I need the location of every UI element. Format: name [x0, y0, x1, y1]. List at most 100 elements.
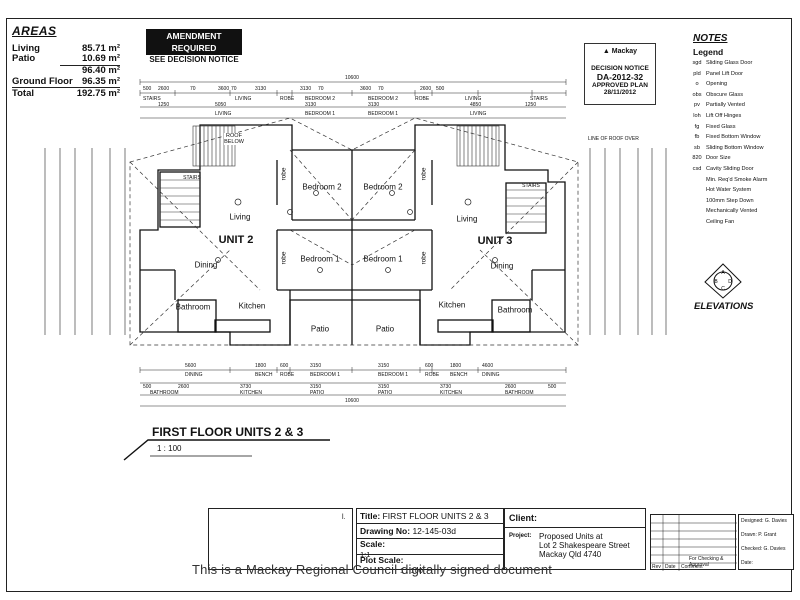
dim-top-value: 3130	[300, 86, 312, 92]
amendment-stamp: AMENDMENT REQUIRED SEE DECISION NOTICE	[146, 29, 242, 64]
dim-bottom-label: KITCHEN	[240, 390, 262, 396]
dim-top-label: BEDROOM 2	[305, 96, 336, 102]
room-dining-right: Dining	[490, 261, 514, 271]
room-kitchen-right: Kitchen	[438, 300, 466, 310]
dim-top-value: 500	[143, 86, 152, 92]
dim-bottom-label: KITCHEN	[440, 390, 462, 396]
dim-top-value: 2600	[420, 86, 432, 92]
room-robe: robe	[280, 167, 288, 181]
title-block-client: Client: Project: Proposed Units at Lot 2…	[504, 508, 646, 570]
dim-bottom-value: 5600	[185, 363, 197, 369]
title-block-marker: l.	[342, 514, 346, 521]
dim-bottom-value: 3150	[310, 384, 322, 390]
dim-top-value: 70	[318, 86, 324, 92]
svg-text:C: C	[721, 286, 725, 292]
room-kitchen-left: Kitchen	[238, 301, 266, 311]
dim-bottom-label: BATHROOM	[150, 390, 179, 396]
revision-table: For Checking & Approval Rev Date Comment	[650, 514, 737, 571]
decision-line3: APPROVED PLAN	[592, 82, 648, 89]
signature-table: Designed: G. Davies Drawn: P. Grant Chec…	[738, 514, 794, 570]
decision-line2: DA-2012-32	[596, 72, 644, 82]
dim-bottom-label: DINING	[482, 372, 500, 378]
unit-3-label: UNIT 3	[477, 235, 513, 247]
dim-top-value: 5050	[215, 102, 227, 108]
room-dining-left: Dining	[194, 260, 218, 270]
designed-label: Designed: G. Davies	[741, 518, 787, 524]
dim-bottom-label: ROBE	[280, 372, 295, 378]
digital-signature-footer: This is a Mackay Regional Council digita…	[192, 562, 553, 577]
legend-item: 100mm Step Down	[706, 197, 754, 204]
amendment-bottom: SEE DECISION NOTICE	[149, 55, 239, 64]
room-bedroom1-left: Bedroom 1	[300, 254, 340, 264]
rev-header-rev: Rev	[652, 564, 661, 570]
dim-top-label: BEDROOM 1	[368, 111, 399, 117]
notes-title: NOTES	[693, 33, 728, 44]
client-label: Client:	[509, 513, 537, 523]
dim-top-label: ROBE	[280, 96, 295, 102]
svg-text:B: B	[714, 279, 718, 285]
legend-title: Legend	[693, 47, 724, 57]
project-address: Proposed Units at Lot 2 Shakespeare Stre…	[539, 532, 630, 559]
unit-2-label: UNIT 2	[218, 234, 254, 246]
room-bedroom2-left: Bedroom 2	[302, 182, 342, 192]
svg-text:A: A	[721, 270, 725, 276]
dim-bottom-value: 4600	[482, 363, 494, 369]
room-robe: robe	[420, 167, 428, 181]
dim-bottom-value: 500	[548, 384, 557, 390]
room-bathroom-left: Bathroom	[175, 302, 211, 312]
decision-line4: 28/11/2012	[603, 89, 637, 96]
decision-notice-stamp: ▲ Mackay DECISION NOTICE DA-2012-32 APPR…	[584, 43, 656, 105]
dim-bottom-overall: 10600	[345, 398, 359, 404]
scale-row: Scale:1:1	[357, 539, 503, 559]
dim-bottom-label: BENCH	[450, 372, 468, 378]
areas-title: AREAS	[12, 24, 57, 38]
revision-note: For Checking & Approval	[689, 556, 724, 568]
room-bathroom-right: Bathroom	[497, 305, 533, 315]
dim-bottom-value: 3150	[310, 363, 322, 369]
dim-top-label: LIVING	[470, 111, 487, 117]
drawing-row: Drawing No: 12-145-03d	[357, 524, 503, 539]
project-label: Project:	[509, 533, 532, 539]
room-living-left: Living	[229, 212, 251, 222]
elevation-marker-icon: A B D C	[704, 263, 742, 299]
room-living-right: Living	[456, 214, 478, 224]
dim-top-value: 3130	[368, 102, 380, 108]
dim-bottom-value: 1800	[450, 363, 462, 369]
dim-bottom-value: 3150	[378, 363, 390, 369]
dim-top-value: 1250	[525, 102, 537, 108]
legend-item: Ceiling Fan	[706, 219, 735, 225]
room-bedroom1-right: Bedroom 1	[363, 254, 403, 264]
room-robe: robe	[420, 251, 428, 265]
title-block-blank	[208, 508, 353, 570]
title-block-main: Title: FIRST FLOOR UNITS 2 & 3 Drawing N…	[356, 508, 504, 575]
dim-top-value: 3600	[360, 86, 372, 92]
floor-title: FIRST FLOOR UNITS 2 & 3	[152, 425, 304, 439]
dim-bottom-value: 600	[425, 363, 434, 369]
date-label: Date:	[741, 560, 753, 566]
dim-top-label: LIVING	[465, 96, 482, 102]
dim-top-label: ROBE	[415, 96, 430, 102]
area-rule	[60, 65, 120, 66]
dim-bottom-value: 2600	[505, 384, 517, 390]
dim-bottom-label: DINING	[185, 372, 203, 378]
dim-top-value: 70	[231, 86, 237, 92]
dim-bottom-label: BENCH	[255, 372, 273, 378]
dim-bottom-value: 3730	[240, 384, 252, 390]
drawing-frame	[6, 18, 792, 592]
dim-bottom-label: BEDROOM 1	[378, 372, 409, 378]
dim-bottom-value: 3730	[440, 384, 452, 390]
svg-text:D: D	[728, 279, 732, 285]
room-stairs-right: STAIRS	[522, 183, 540, 189]
drawn-label: Drawn: P. Grant	[741, 532, 777, 538]
